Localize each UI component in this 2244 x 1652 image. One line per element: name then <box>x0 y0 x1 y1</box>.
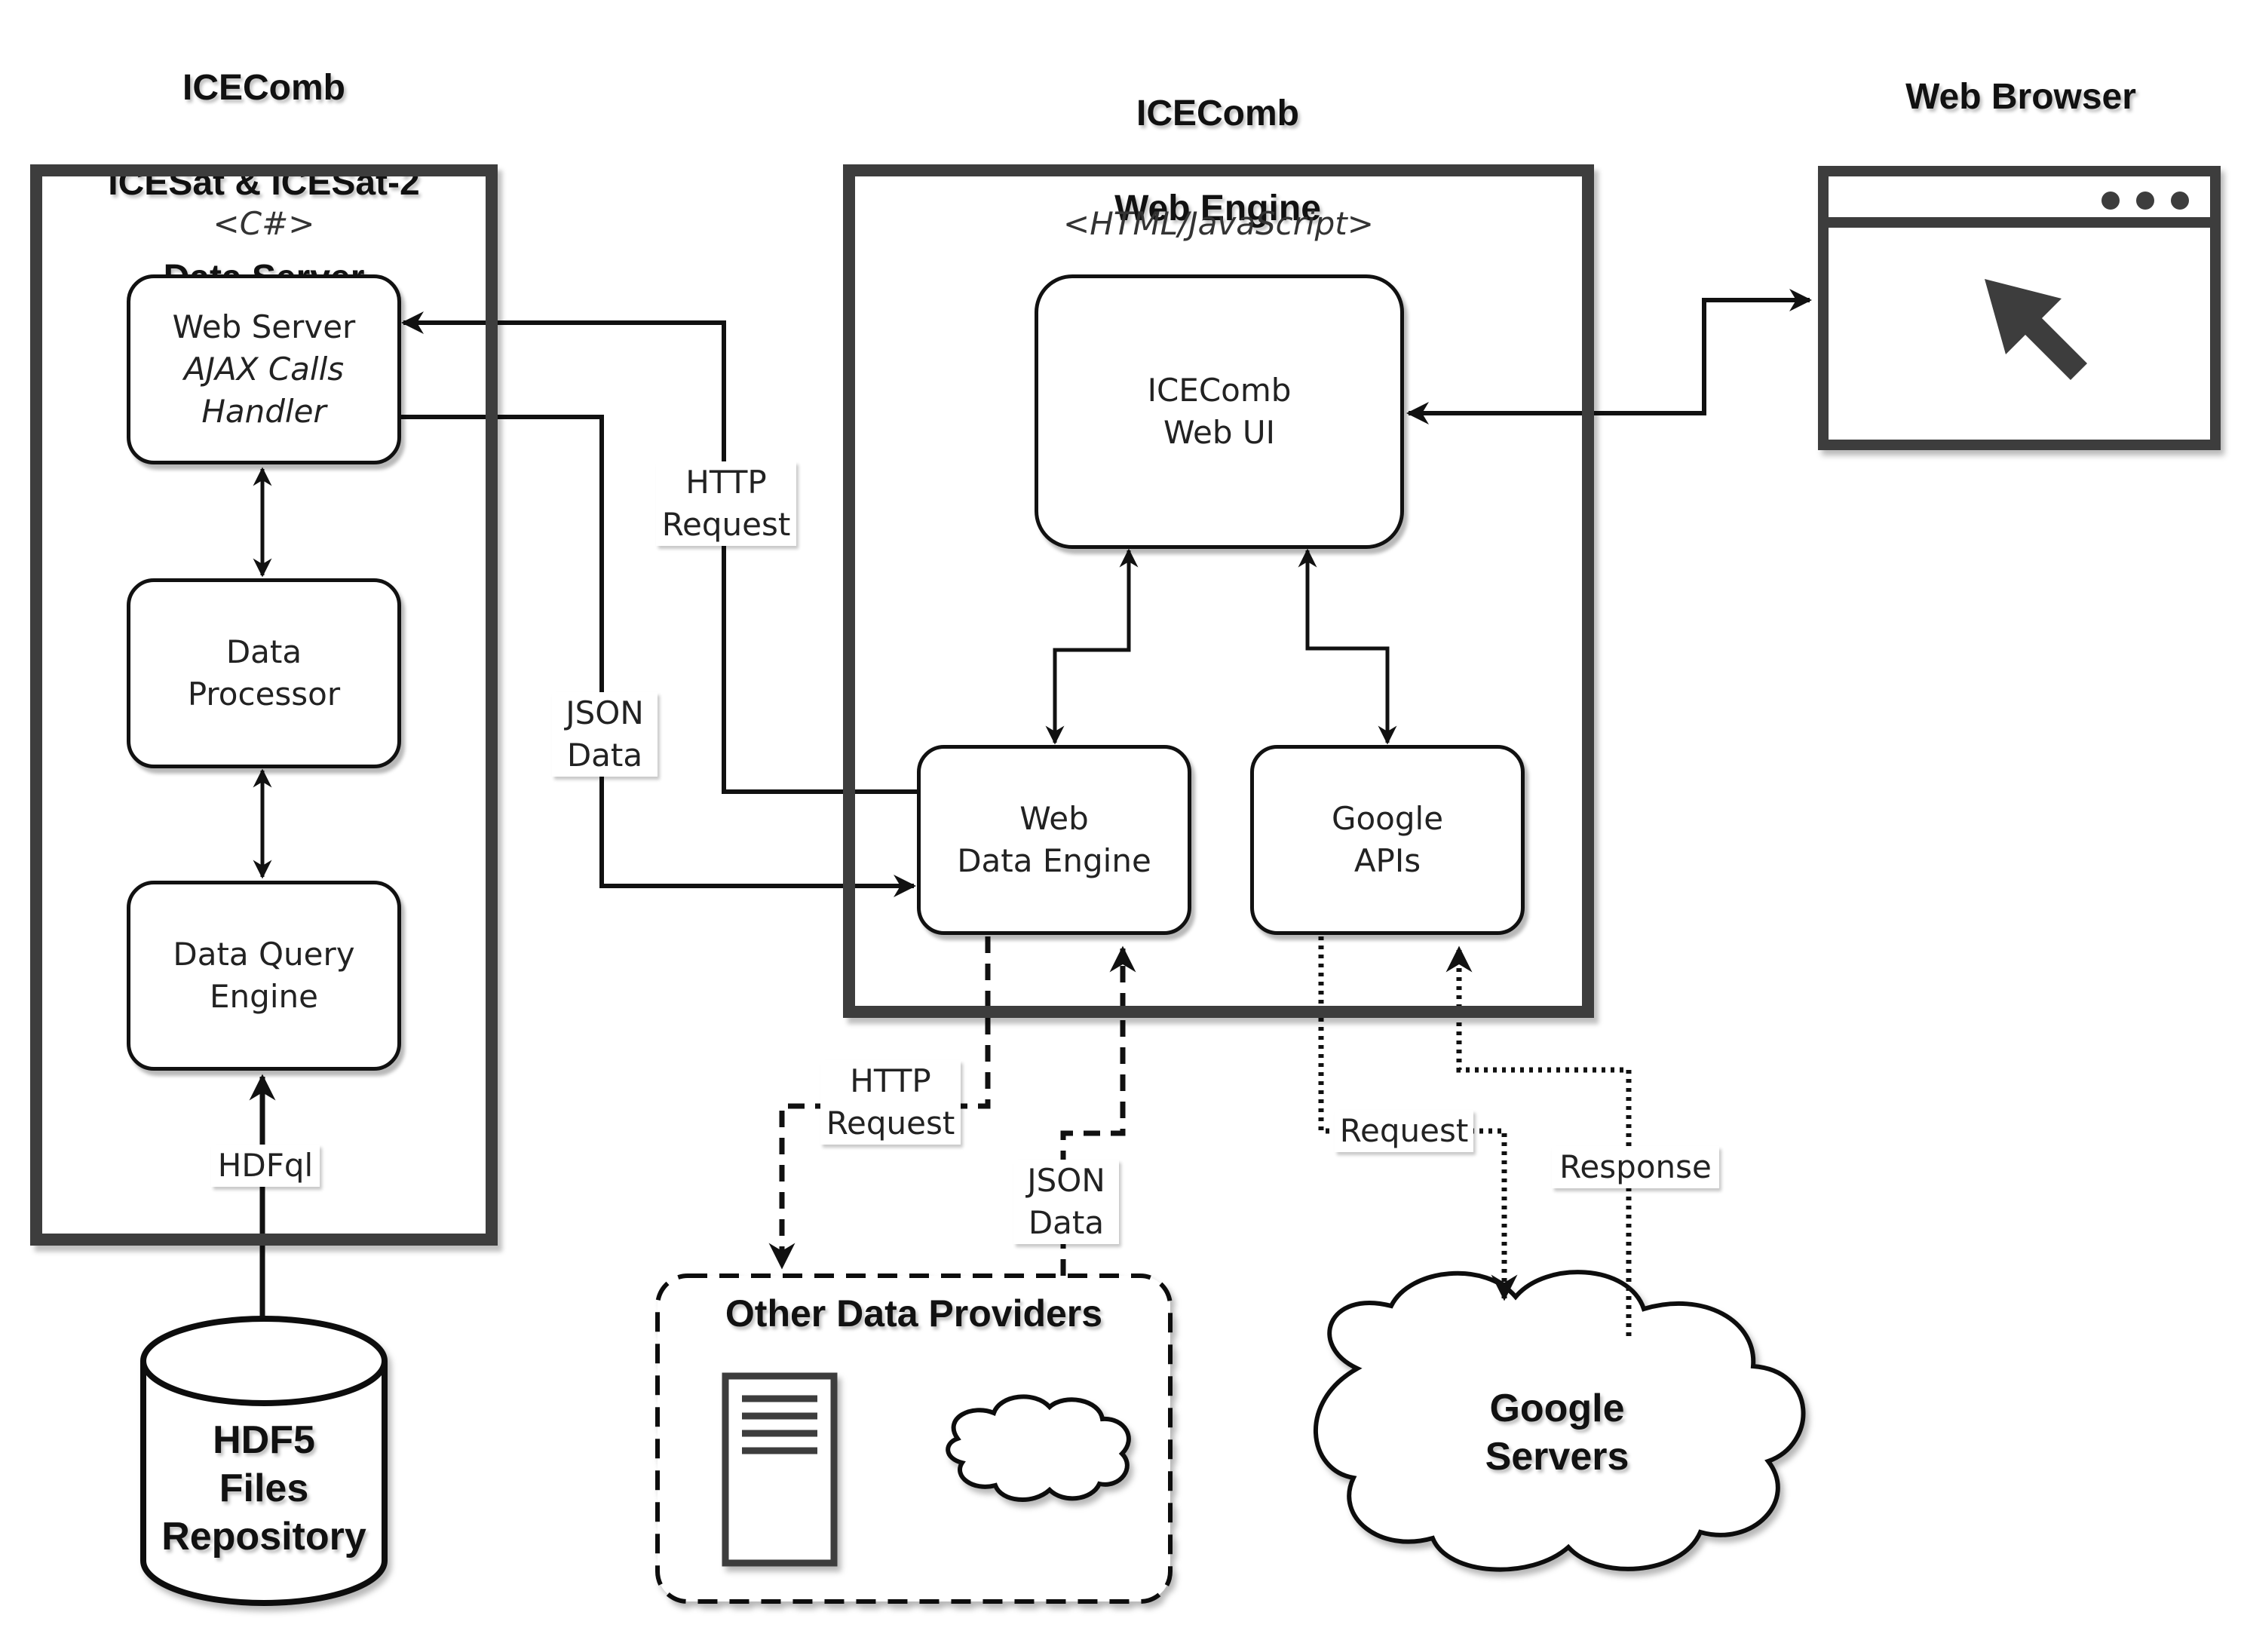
web-ui-line1: ICEComb <box>1147 372 1292 409</box>
google-apis-node: Google APIs <box>1250 745 1525 935</box>
title-web-engine-line1: ICEComb <box>1136 93 1299 133</box>
title-web-engine-line2: Web Engine <box>1114 188 1321 228</box>
small-cloud-icon <box>946 1394 1131 1502</box>
ajax-calls-label: AJAX Calls <box>183 351 345 388</box>
edge-web-ui-google-apis <box>1298 548 1397 745</box>
google-servers-label: Google Servers <box>1433 1384 1681 1481</box>
json-data-bottom-line1: JSON <box>1027 1162 1105 1199</box>
handler-label: Handler <box>201 393 326 430</box>
edge-web-ui-web-browser <box>1406 289 1812 424</box>
http-request-label-bottom: HTTP Request <box>820 1060 961 1145</box>
data-processor-node: Data Processor <box>127 578 401 768</box>
json-data-label-bottom: JSON Data <box>1013 1160 1119 1244</box>
web-engine-container <box>843 164 1594 1018</box>
data-query-engine-line1: Data Query <box>173 936 355 973</box>
data-processor-line1: Data <box>225 633 302 670</box>
google-apis-line1: Google <box>1331 800 1444 837</box>
hdf5-line1: HDF5 <box>213 1418 315 1462</box>
edge-web-ui-web-data-engine <box>1045 548 1139 745</box>
google-servers-cloud-icon <box>1314 1270 1806 1572</box>
icecomb-web-ui-node: ICEComb Web UI <box>1035 274 1404 549</box>
json-data-top-line2: Data <box>566 737 643 774</box>
title-web-engine: ICEComb Web Engine <box>1018 42 1418 280</box>
web-engine-language: <HTML/JavaScript> <box>1063 205 1374 242</box>
web-server-label: Web Server <box>172 308 356 345</box>
http-request-label-top: HTTP Request <box>656 461 796 546</box>
data-query-engine-node: Data Query Engine <box>127 881 401 1071</box>
google-servers-line1: Google <box>1489 1387 1625 1430</box>
http-request-top-line2: Request <box>661 506 791 543</box>
title-data-server-line1: ICEComb <box>182 68 345 108</box>
response-label: Response <box>1552 1146 1719 1188</box>
hdf5-cylinder-icon <box>140 1316 388 1606</box>
hdf5-line2: Files <box>219 1467 309 1510</box>
hdfql-label: HDFql <box>211 1145 320 1187</box>
data-server-container <box>30 164 498 1246</box>
http-request-top-line1: HTTP <box>685 464 767 501</box>
data-query-engine-line2: Engine <box>210 978 318 1015</box>
hdf5-line3: Repository <box>161 1515 366 1559</box>
json-data-top-line1: JSON <box>566 694 644 731</box>
web-browser-icon <box>1818 166 2221 450</box>
edge-request-google <box>1318 936 1518 1301</box>
google-servers-line2: Servers <box>1485 1435 1629 1479</box>
http-request-bottom-line1: HTTP <box>850 1062 931 1099</box>
web-data-engine-line1: Web <box>1019 800 1089 837</box>
data-processor-line2: Processor <box>187 676 341 713</box>
web-ui-line2: Web UI <box>1163 414 1276 451</box>
web-data-engine-node: Web Data Engine <box>917 745 1191 935</box>
server-icon <box>722 1372 838 1567</box>
google-apis-line2: APIs <box>1353 842 1421 879</box>
edge-json-data-to-web-data-engine <box>401 415 916 897</box>
edge-json-data-other-providers <box>1060 946 1136 1276</box>
title-web-browser: Web Browser <box>1905 77 2136 117</box>
http-request-bottom-line2: Request <box>826 1105 955 1142</box>
json-data-label-top: JSON Data <box>552 692 658 777</box>
web-server-node: Web Server AJAX Calls Handler <box>127 274 401 464</box>
json-data-bottom-line2: Data <box>1028 1204 1105 1241</box>
other-providers-label: Other Data Providers <box>725 1292 1103 1335</box>
data-server-language: <C#> <box>213 205 315 242</box>
web-data-engine-line2: Data Engine <box>957 842 1151 879</box>
request-label: Request <box>1335 1110 1473 1152</box>
edge-http-request-to-web-server <box>401 311 918 794</box>
hdf5-repo-label: HDF5 Files Repository <box>143 1416 385 1561</box>
